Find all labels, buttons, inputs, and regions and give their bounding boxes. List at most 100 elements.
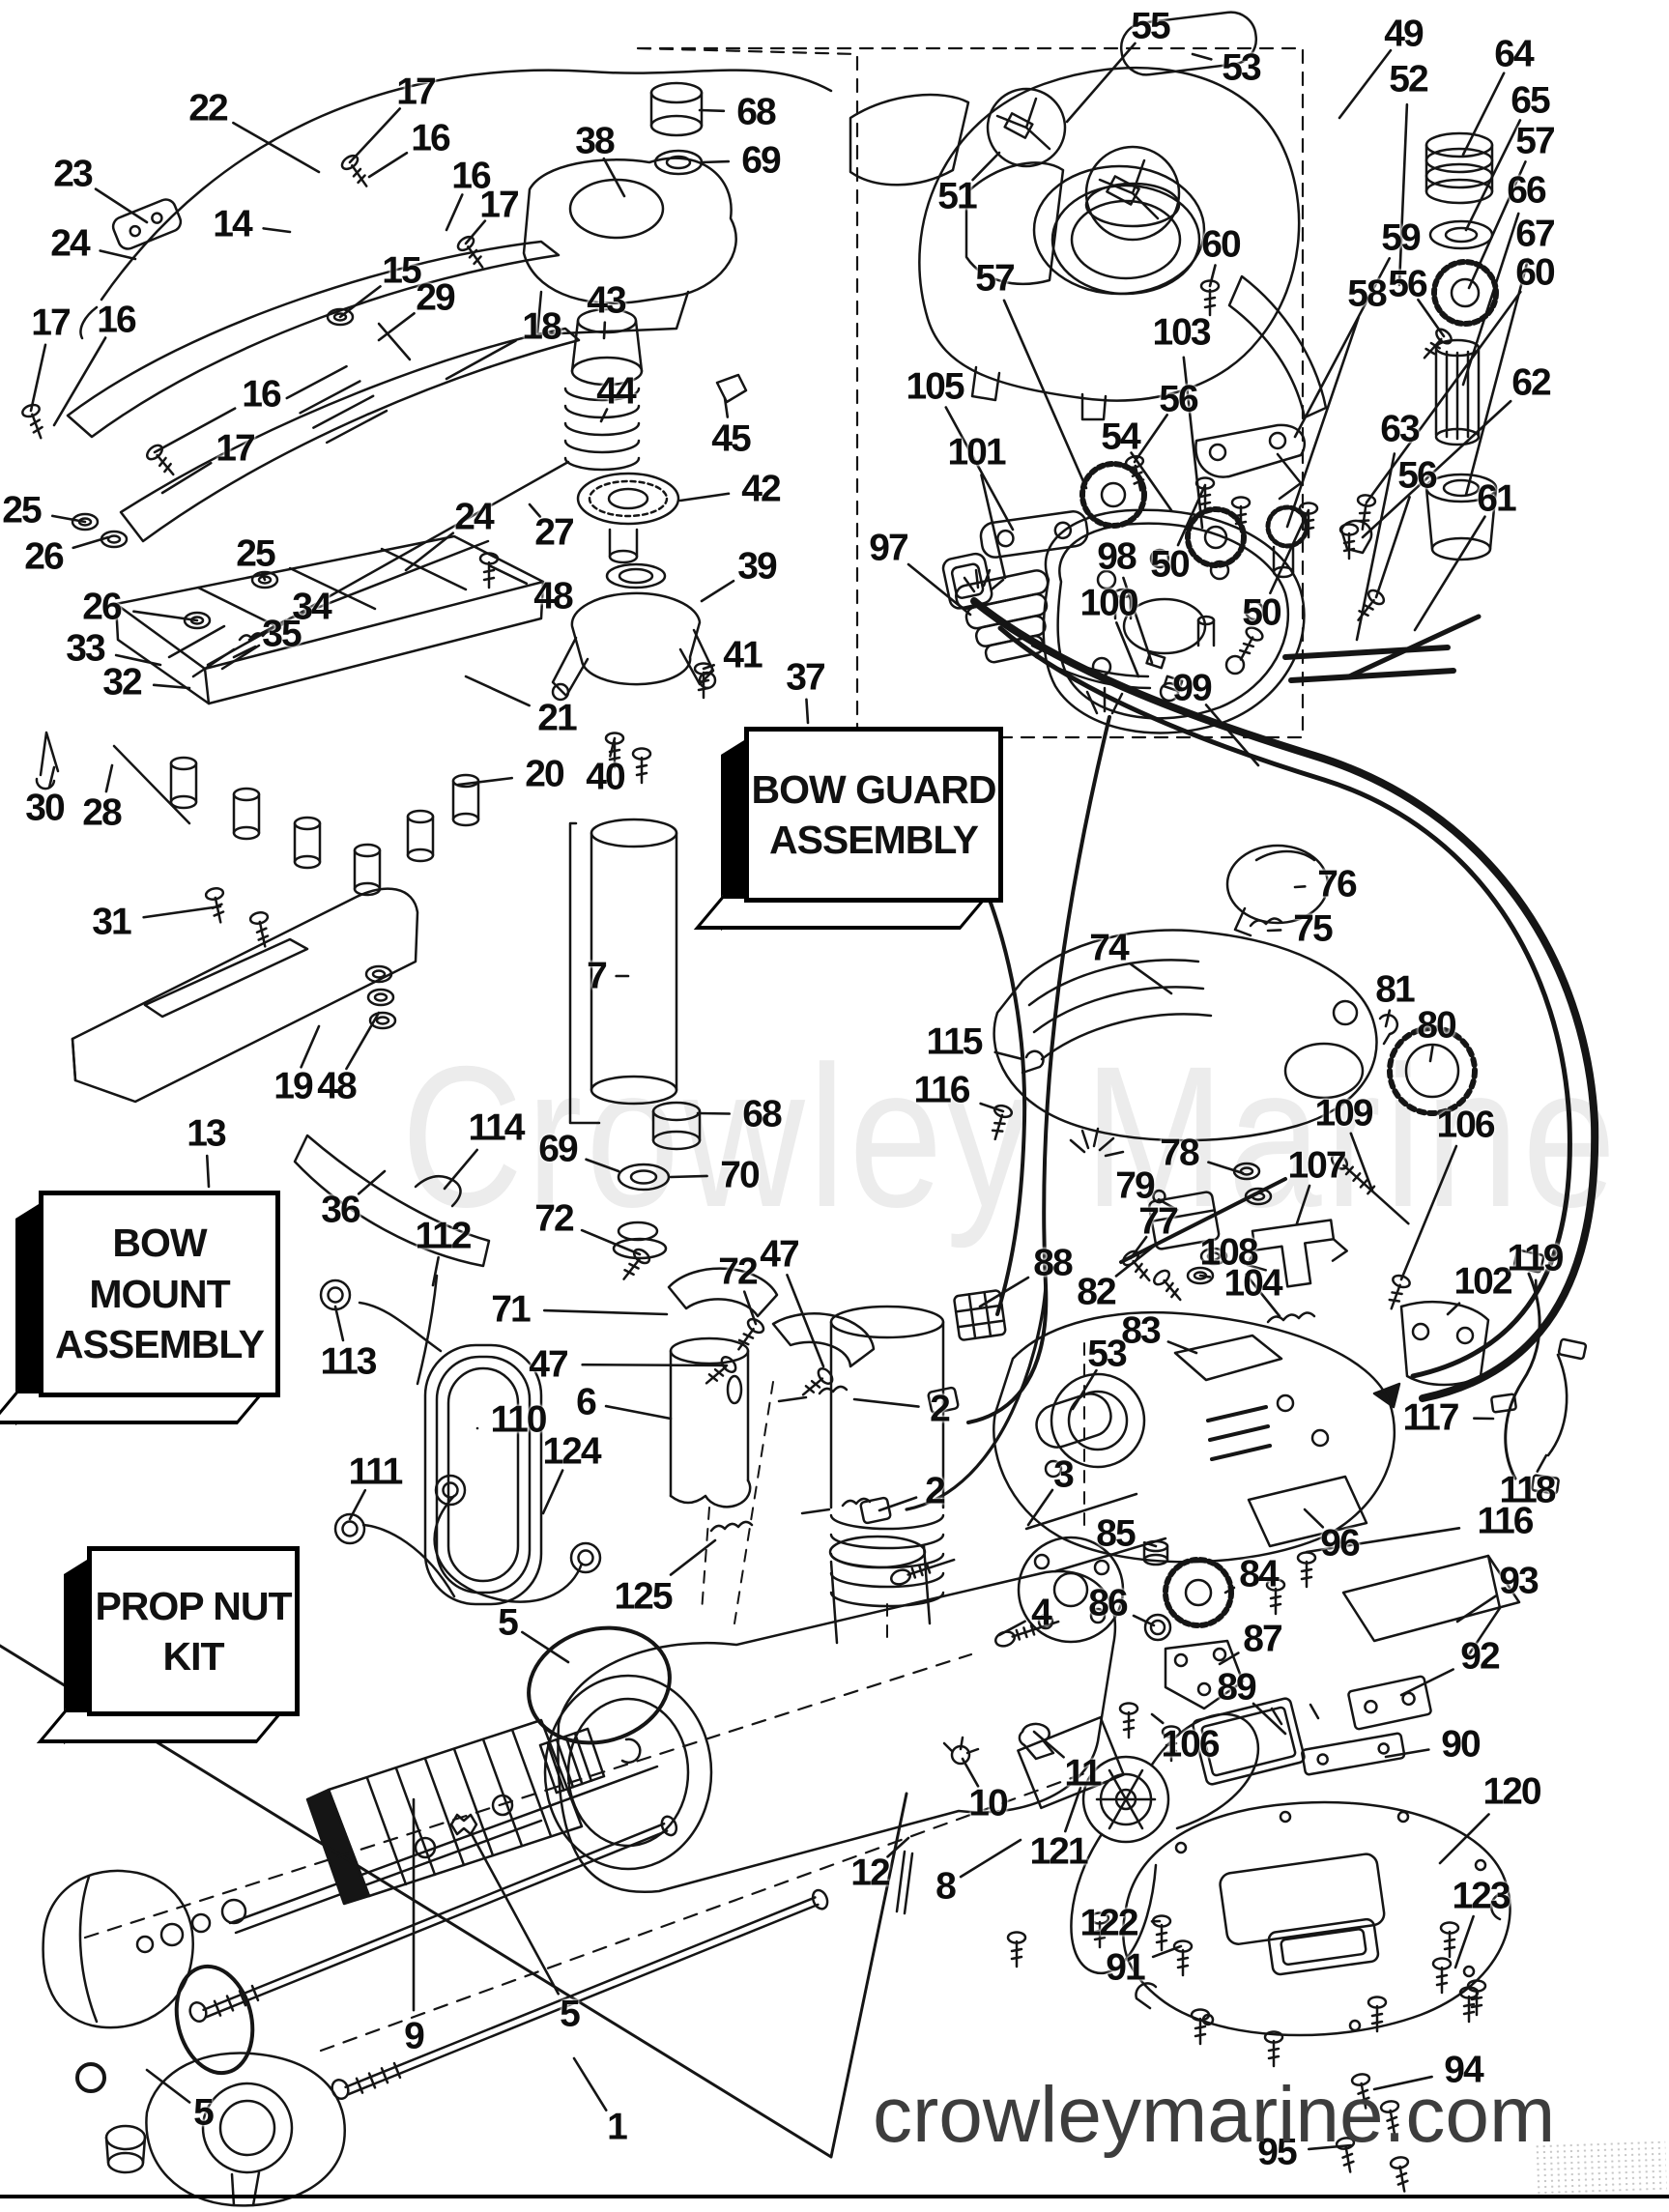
leader-line-17 bbox=[348, 107, 402, 164]
leader-line-113 bbox=[333, 1305, 345, 1342]
leader-line-54 bbox=[1130, 451, 1173, 512]
callout-115: 115 bbox=[926, 1020, 984, 1063]
callout-66: 66 bbox=[1507, 169, 1546, 212]
callout-57: 57 bbox=[975, 257, 1015, 300]
leader-line-100 bbox=[1115, 621, 1140, 678]
callout-71: 71 bbox=[491, 1288, 531, 1331]
callout-50: 50 bbox=[1150, 543, 1190, 586]
callout-45: 45 bbox=[711, 417, 751, 460]
callout-27: 27 bbox=[534, 511, 574, 554]
bow-plate bbox=[71, 885, 419, 1104]
callout-94: 94 bbox=[1444, 2049, 1483, 2091]
callout-124: 124 bbox=[542, 1430, 601, 1473]
leader-line-2 bbox=[852, 1397, 920, 1408]
callout-54: 54 bbox=[1101, 416, 1140, 458]
leader-line-86 bbox=[1132, 1614, 1156, 1627]
leader-line-40 bbox=[609, 736, 617, 758]
leader-line-23 bbox=[94, 187, 149, 224]
leader-line-59 bbox=[1293, 257, 1392, 439]
callout-29: 29 bbox=[416, 276, 455, 319]
callout-48: 48 bbox=[317, 1065, 357, 1107]
callout-47: 47 bbox=[760, 1233, 799, 1276]
callout-16: 16 bbox=[411, 117, 450, 159]
leader-line-111 bbox=[348, 1488, 367, 1521]
pedal-bottom-plate bbox=[1121, 1800, 1511, 2037]
callout-20: 20 bbox=[525, 753, 564, 795]
callout-39: 39 bbox=[737, 545, 777, 588]
callout-24: 24 bbox=[454, 496, 494, 538]
leader-line-74 bbox=[1129, 962, 1173, 995]
base-screws bbox=[1006, 1703, 1487, 2195]
callout-119: 119 bbox=[1507, 1237, 1565, 1279]
leader-line-17 bbox=[464, 219, 487, 245]
callout-18: 18 bbox=[522, 305, 561, 348]
leader-line-5 bbox=[521, 1630, 570, 1664]
head-assembly-group bbox=[777, 11, 1599, 1525]
leader-line-52 bbox=[1397, 102, 1409, 287]
leader-line-96 bbox=[1303, 1508, 1325, 1529]
leader-line-102 bbox=[1446, 1302, 1461, 1316]
leader-line-27 bbox=[528, 503, 542, 518]
callout-17: 17 bbox=[31, 302, 71, 344]
leader-line-55 bbox=[1065, 42, 1137, 124]
callout-74: 74 bbox=[1089, 927, 1129, 969]
leader-line-92 bbox=[1399, 1668, 1454, 1697]
callout-100: 100 bbox=[1079, 582, 1138, 624]
battery-lead-group bbox=[319, 1174, 602, 1606]
leader-line-47 bbox=[786, 1274, 825, 1368]
leader-line-2 bbox=[878, 1496, 918, 1512]
leader-line-106 bbox=[1399, 1144, 1458, 1281]
leader-line-43 bbox=[602, 321, 607, 340]
callout-76: 76 bbox=[1317, 863, 1357, 905]
leader-line-30 bbox=[47, 765, 56, 789]
leader-line-81 bbox=[1384, 1009, 1392, 1028]
motor-neck bbox=[828, 1535, 932, 1645]
standoff-spacers bbox=[169, 756, 480, 897]
leader-line-19 bbox=[300, 1024, 321, 1069]
pedal-harness bbox=[1490, 1249, 1588, 1495]
leader-line-123 bbox=[1453, 1914, 1475, 1969]
callout-88: 88 bbox=[1033, 1242, 1073, 1284]
callout-10: 10 bbox=[968, 1782, 1008, 1824]
callout-83: 83 bbox=[1121, 1309, 1161, 1352]
callout-110: 110 bbox=[490, 1398, 548, 1441]
callout-111: 111 bbox=[348, 1451, 404, 1493]
callout-101: 101 bbox=[947, 431, 1006, 474]
leader-line-36 bbox=[357, 1169, 387, 1195]
callout-16: 16 bbox=[242, 373, 281, 416]
callout-8: 8 bbox=[935, 1865, 957, 1908]
box-front-face: BOW MOUNT ASSEMBLY bbox=[39, 1191, 280, 1397]
leader-line-25 bbox=[50, 514, 87, 524]
leader-line-68 bbox=[698, 108, 726, 113]
leader-line-69 bbox=[700, 159, 731, 164]
callout-43: 43 bbox=[587, 279, 626, 322]
callout-69: 69 bbox=[538, 1128, 578, 1170]
propeller-group bbox=[895, 1712, 1260, 1975]
leader-line-90 bbox=[1384, 1748, 1430, 1759]
leader-line-97 bbox=[906, 562, 972, 617]
callout-96: 96 bbox=[1320, 1522, 1360, 1565]
callout-65: 65 bbox=[1511, 79, 1550, 122]
callout-78: 78 bbox=[1160, 1132, 1199, 1174]
leader-line-64 bbox=[1461, 72, 1506, 157]
leader-line-109 bbox=[1349, 1132, 1374, 1192]
pedal-base-housing bbox=[993, 1310, 1396, 1564]
leader-line-16 bbox=[153, 407, 237, 454]
callout-61: 61 bbox=[1477, 477, 1516, 520]
watermark-crowleymarine-com: crowleymarine.com bbox=[873, 2071, 1556, 2159]
leader-line-106 bbox=[1150, 1712, 1165, 1725]
leader-line-101 bbox=[980, 474, 1007, 580]
callout-26: 26 bbox=[82, 586, 122, 628]
callout-30: 30 bbox=[25, 787, 65, 829]
leader-line-99 bbox=[1204, 704, 1260, 767]
callout-84: 84 bbox=[1239, 1553, 1279, 1595]
leader-line-84 bbox=[1223, 1586, 1236, 1594]
leader-line-120 bbox=[1438, 1813, 1490, 1865]
callout-16: 16 bbox=[451, 155, 491, 197]
leader-line-37 bbox=[805, 698, 810, 725]
callout-33: 33 bbox=[66, 627, 105, 670]
leader-line-121 bbox=[1063, 1786, 1082, 1833]
box-label-line: BOW bbox=[112, 1221, 207, 1266]
